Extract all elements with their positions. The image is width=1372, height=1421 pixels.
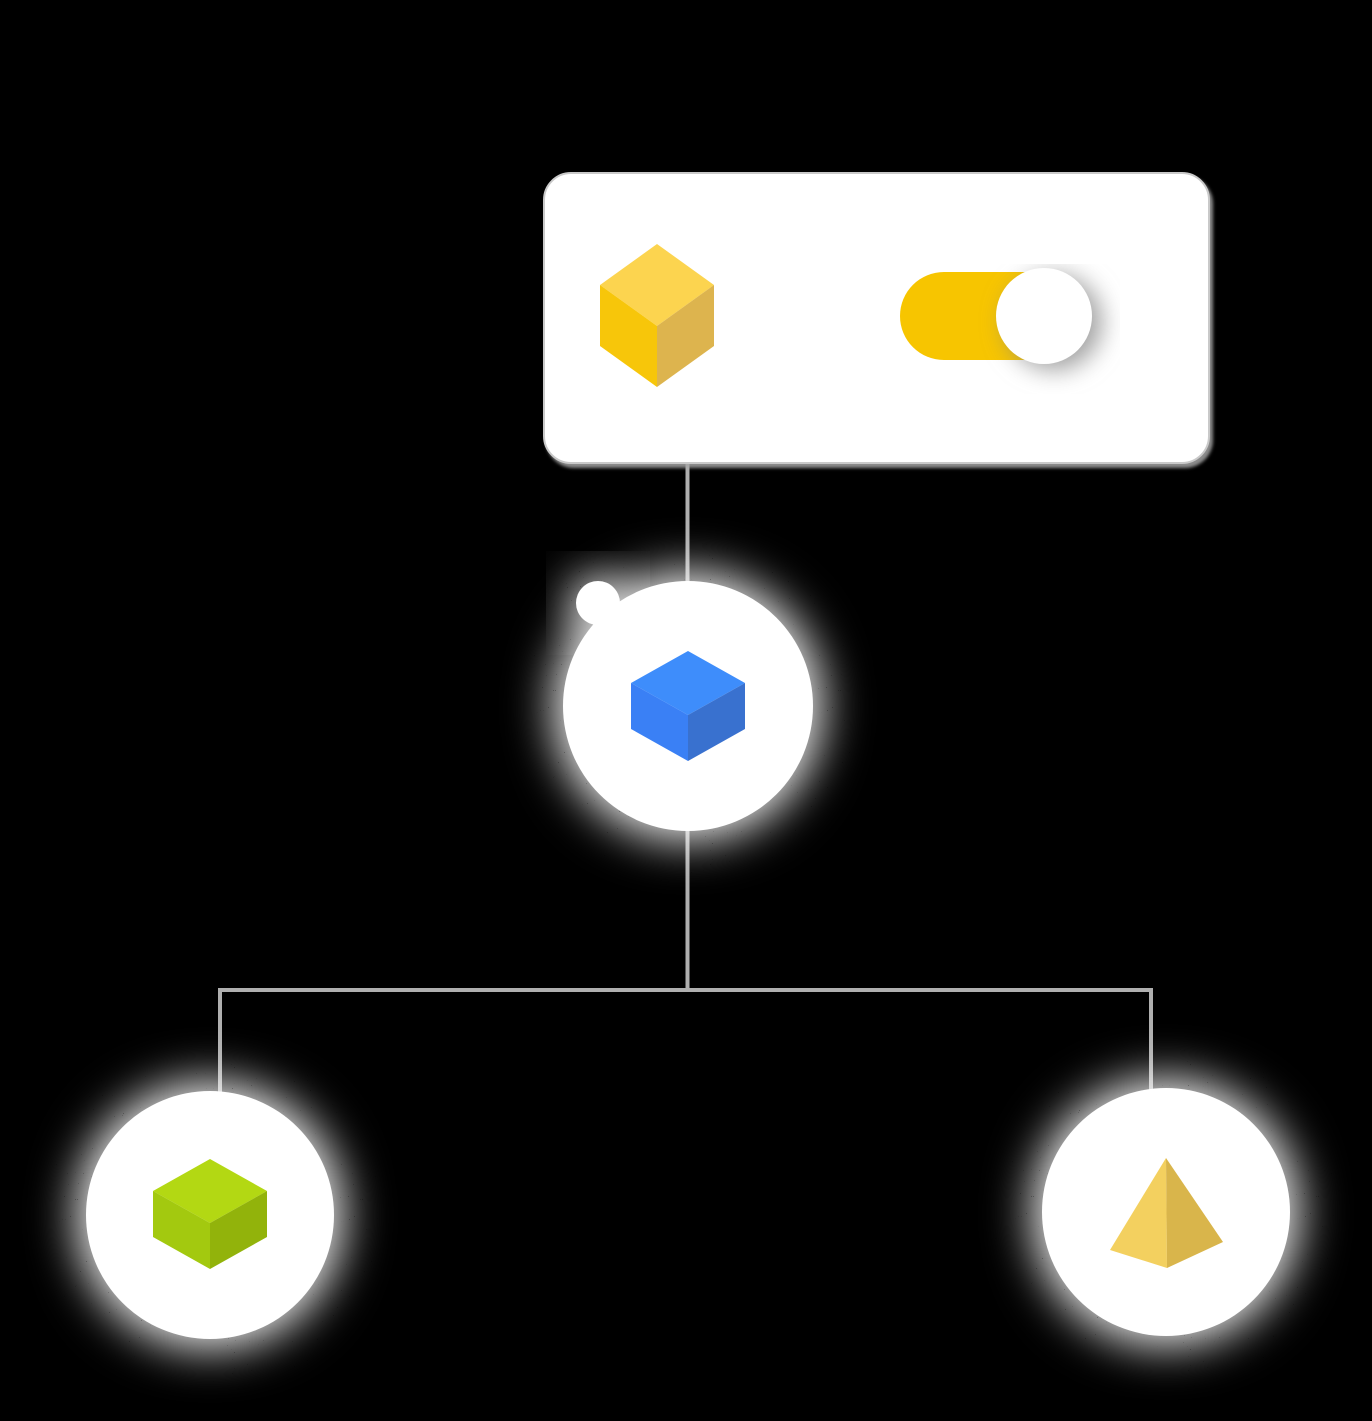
- green-cube-icon: [153, 1159, 267, 1269]
- cube-left-face: [153, 1191, 210, 1269]
- cube-left-face: [631, 683, 688, 761]
- yellow-cube-icon: [600, 244, 714, 387]
- cube-left-face: [600, 285, 657, 387]
- toggle-switch[interactable]: [890, 264, 1120, 394]
- cube-right-face: [210, 1191, 267, 1269]
- node-middle: [555, 573, 821, 839]
- pyramid-right-face: [1166, 1158, 1223, 1268]
- node-right: [1034, 1080, 1298, 1344]
- toggle-knob: [996, 268, 1092, 364]
- cube-right-face: [688, 683, 745, 761]
- pyramid-left-face: [1110, 1158, 1167, 1268]
- root-node-card: [543, 172, 1210, 464]
- gold-pyramid-icon: [1110, 1158, 1223, 1268]
- satellite-dot: [576, 581, 620, 625]
- cube-right-face: [657, 285, 714, 387]
- blue-cube-icon: [631, 651, 745, 761]
- node-left: [78, 1083, 342, 1347]
